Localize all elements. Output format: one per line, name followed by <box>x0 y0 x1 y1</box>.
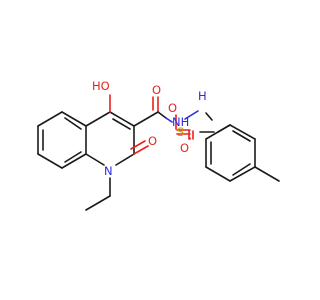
bond <box>229 124 256 140</box>
bond <box>85 195 111 211</box>
bond <box>157 111 167 119</box>
bond <box>61 111 87 127</box>
molecule-structure: HO O NH H S O O N O <box>37 79 280 211</box>
bond <box>85 153 105 166</box>
bond <box>85 111 111 127</box>
sulfonyl-oxygen-top-label: O <box>168 101 177 115</box>
sulfur-label: S <box>177 125 184 139</box>
bond <box>133 111 159 127</box>
bond <box>109 111 135 127</box>
bond-lines <box>37 94 280 211</box>
bond <box>61 153 87 169</box>
sulfonyl-oxygen-bottom-label: O <box>180 141 189 155</box>
bond <box>37 111 63 127</box>
bond <box>229 166 256 182</box>
bond <box>205 112 213 121</box>
lactam-oxygen-label: O <box>148 134 157 148</box>
bond <box>130 140 146 150</box>
bond <box>64 117 82 130</box>
sulfonamide-h-label: H <box>198 89 207 103</box>
bond <box>232 163 251 176</box>
bond <box>37 153 63 169</box>
bond <box>165 117 173 123</box>
hydrazide-nh-label: NH <box>172 115 189 129</box>
hydroxyl-label: HO <box>92 79 110 93</box>
bond <box>184 110 199 120</box>
bond <box>254 166 280 182</box>
bond <box>64 151 82 163</box>
bond <box>205 166 231 182</box>
bond <box>205 124 231 140</box>
amide-oxygen-label: O <box>152 83 161 97</box>
atom-labels: HO O NH H S O O N O <box>92 79 207 178</box>
bond <box>115 153 135 166</box>
bond <box>232 130 251 142</box>
ring-nitrogen-label: N <box>104 164 113 178</box>
bond <box>133 145 149 155</box>
bond <box>112 118 131 130</box>
